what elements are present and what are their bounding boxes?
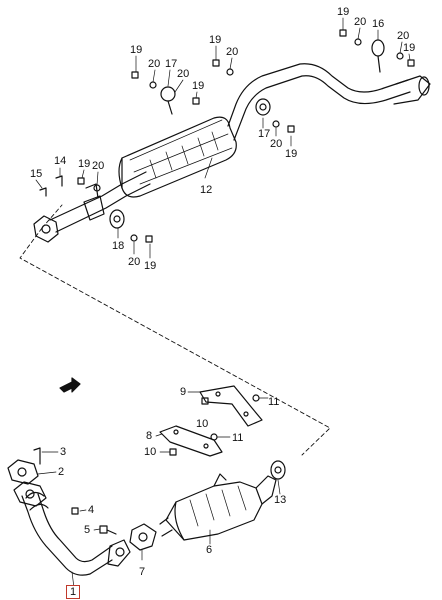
callout-18: 18 — [112, 240, 125, 252]
nut-4 — [71, 507, 79, 515]
callout-14: 14 — [54, 155, 67, 167]
tail-hanger-16 — [371, 39, 385, 73]
callout-20: 20 — [177, 68, 190, 80]
callout-17: 17 — [258, 128, 271, 140]
callout-11: 11 — [268, 396, 280, 408]
callout-19: 19 — [192, 80, 205, 92]
bracket-8 — [159, 425, 223, 457]
callout-2: 2 — [58, 466, 65, 478]
exhaust-pipe-1 — [21, 491, 131, 576]
callout-15: 15 — [30, 168, 43, 180]
lower-leaders — [37, 391, 281, 589]
gasket-13 — [270, 460, 286, 480]
callout-7: 7 — [139, 566, 146, 578]
bracket-9 — [199, 385, 263, 427]
rubber-mount-tail — [255, 98, 271, 116]
callout-8: 8 — [146, 430, 153, 442]
callout-19: 19 — [337, 6, 350, 18]
callout-20: 20 — [128, 256, 141, 268]
callout-20: 20 — [270, 138, 283, 150]
callout-4: 4 — [88, 504, 95, 516]
callout-6: 6 — [206, 544, 213, 556]
callout-19: 19 — [78, 158, 91, 170]
rubber-mount-muffler — [160, 86, 176, 115]
callout-20: 20 — [354, 16, 367, 28]
gasket-7 — [129, 523, 157, 551]
muffler-body — [118, 116, 237, 198]
callout-19: 19 — [130, 44, 143, 56]
callout-3: 3 — [60, 446, 67, 458]
callout-19: 19 — [285, 148, 298, 160]
center-pipe — [49, 171, 151, 233]
callout-13: 13 — [274, 494, 287, 506]
callout-19: 19 — [209, 34, 222, 46]
callout-10: 10 — [196, 418, 209, 430]
upper-leaders — [35, 17, 411, 259]
front-flange — [33, 215, 59, 243]
callout-20: 20 — [226, 46, 239, 58]
rubber-mount-lower — [109, 209, 125, 229]
upper-fasteners — [39, 29, 415, 243]
callout-20: 20 — [92, 160, 105, 172]
center-pipe-hanger — [83, 183, 105, 221]
callout-20: 20 — [148, 58, 161, 70]
gasket-2 — [7, 459, 39, 485]
callout-17: 17 — [165, 58, 178, 70]
callout-19: 19 — [144, 260, 157, 272]
callout-16: 16 — [372, 18, 385, 30]
connection-dashed-line-2 — [41, 204, 63, 229]
front-direction-arrow-icon — [59, 377, 81, 393]
callout-10: 10 — [144, 446, 157, 458]
callout-1-highlighted[interactable]: 1 — [66, 585, 81, 599]
callout-9: 9 — [180, 386, 187, 398]
callout-20: 20 — [397, 30, 410, 42]
callout-5: 5 — [84, 524, 91, 536]
catalytic-converter — [159, 473, 277, 541]
callout-12: 12 — [200, 184, 213, 196]
stud-3 — [33, 447, 41, 465]
callout-19: 19 — [403, 42, 416, 54]
connection-dashed-line — [19, 227, 331, 456]
tail-pipe-end — [393, 75, 431, 105]
manifold-flange — [13, 481, 47, 507]
callout-11: 11 — [232, 432, 244, 444]
bolt-5 — [99, 525, 117, 535]
tail-pipe — [227, 63, 411, 141]
